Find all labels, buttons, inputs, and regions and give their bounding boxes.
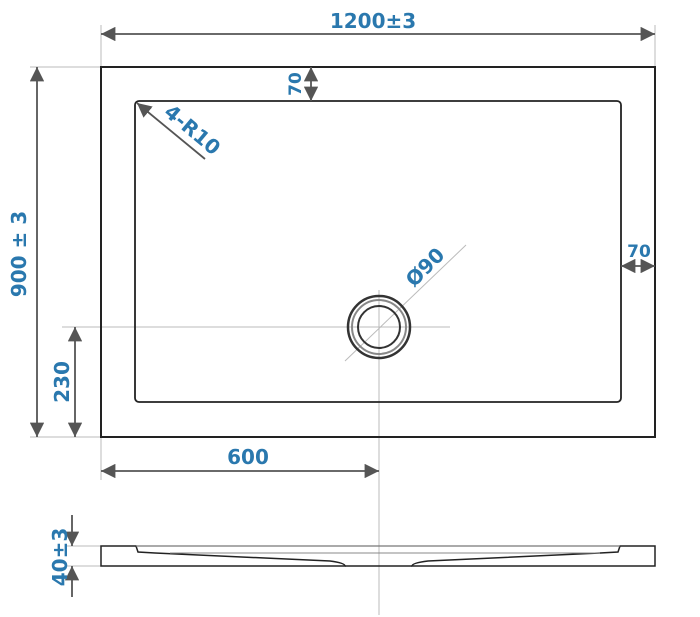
height-label: 40±3 [48,528,72,587]
rim-top-label: 70 [286,72,306,96]
tray-outline [100,66,656,438]
extension-lines [30,25,656,615]
corner-radius-arrow [136,102,206,160]
length-label: 900 ± 3 [7,211,31,297]
tray-profile [100,545,656,567]
drain-offset-y-label: 230 [50,361,74,403]
drain-outer [346,294,412,360]
drain-inner [357,305,401,349]
tray-basin [134,100,622,403]
width-label: 1200±3 [330,9,416,33]
drain-offset-x-label: 600 [227,445,269,469]
drain-ring [351,299,407,355]
rim-right-label: 70 [627,242,651,262]
